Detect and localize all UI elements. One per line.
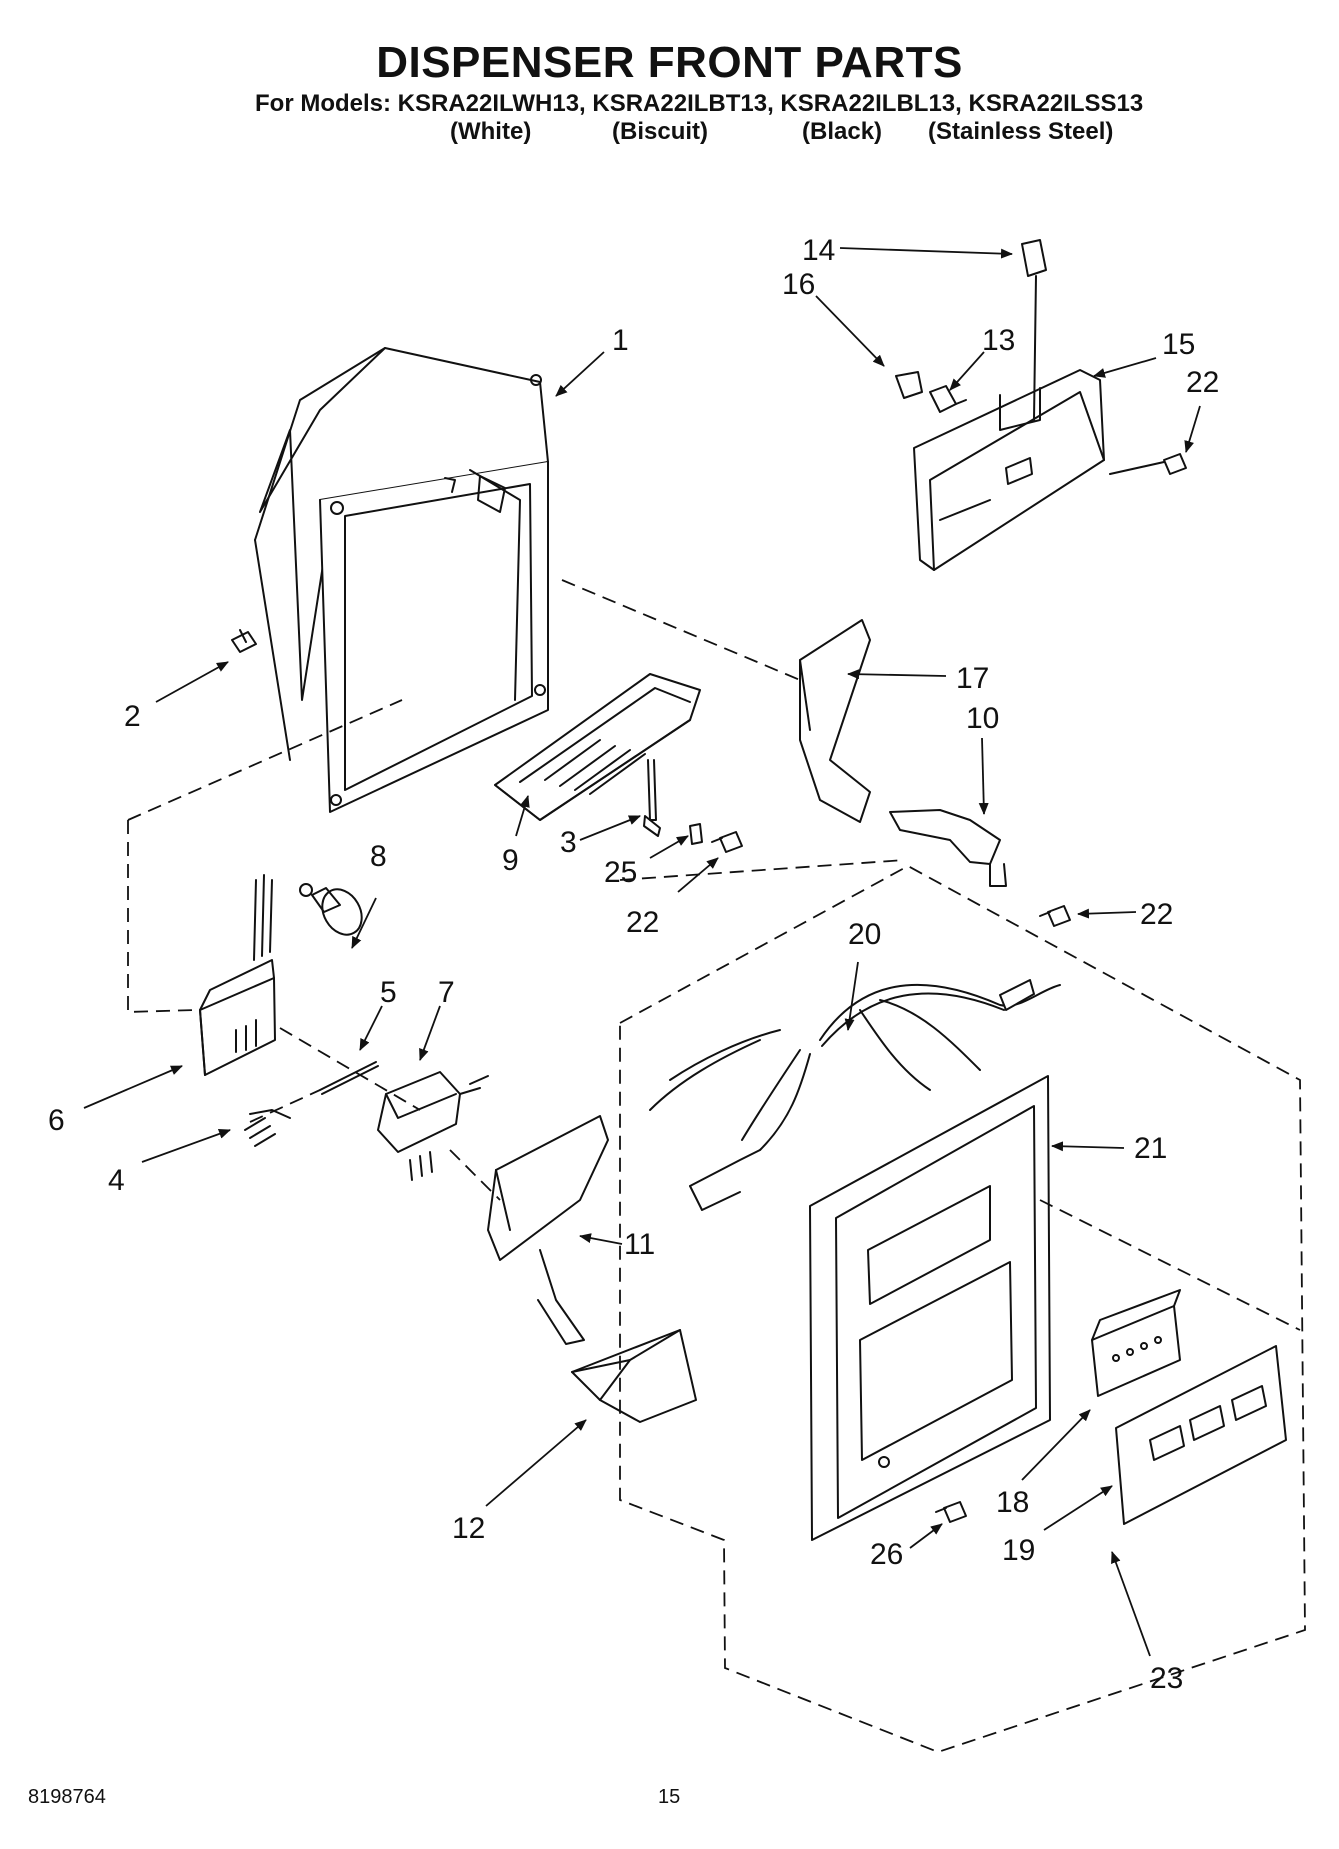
callout-11: 11 [624, 1228, 655, 1261]
callout-10: 10 [966, 702, 999, 735]
callout-5: 5 [380, 976, 397, 1009]
callout-26: 26 [870, 1538, 903, 1571]
leader-5 [359, 1005, 383, 1051]
leader-10 [978, 737, 989, 815]
part-26-screw [935, 1501, 967, 1523]
dash-7-to-11 [449, 1149, 501, 1201]
part-2-screw [231, 629, 257, 653]
part-12-cup [571, 1329, 697, 1423]
callout-15: 15 [1162, 328, 1195, 361]
callout-19: 19 [1002, 1534, 1035, 1567]
callout-4: 4 [108, 1164, 125, 1197]
leader-16 [815, 295, 885, 367]
leader-18 [1021, 1409, 1091, 1481]
page-title: DISPENSER FRONT PARTS [376, 38, 963, 87]
part-8-socket [299, 883, 363, 936]
callout-22-center: 22 [626, 906, 659, 939]
part-22-screw-center [711, 831, 743, 853]
callout-20: 20 [848, 918, 881, 951]
part-17-bracket [799, 619, 871, 823]
leader-22-center [677, 857, 719, 893]
callout-12: 12 [452, 1512, 485, 1545]
leader-19 [1043, 1485, 1113, 1531]
part-22-screw-right [1039, 905, 1071, 927]
part-21-front-panel [809, 1075, 1051, 1541]
variant-white: (White) [450, 118, 532, 145]
leader-12 [485, 1419, 587, 1507]
leader-14 [839, 247, 1013, 259]
callout-2: 2 [124, 700, 141, 733]
callout-3: 3 [560, 826, 577, 859]
callout-7: 7 [438, 976, 455, 1009]
part-3-clip [643, 759, 661, 837]
variant-biscuit: (Biscuit) [612, 118, 708, 145]
leader-7 [419, 1005, 441, 1061]
dash-6-to-7 [279, 1027, 421, 1111]
callout-16: 16 [782, 268, 815, 301]
part-11-lever [487, 1115, 609, 1345]
part-25-spacer [689, 823, 703, 845]
leader-23 [1111, 1551, 1151, 1657]
part-14-clip [1021, 239, 1047, 421]
footer-page-number: 15 [658, 1786, 681, 1808]
part-15-switch-housing [913, 369, 1105, 571]
leader-25 [649, 835, 689, 859]
callout-14: 14 [802, 234, 835, 267]
leader-13 [949, 351, 985, 391]
dash-assembly-23-box [619, 864, 1306, 1753]
variant-stainless-steel: (Stainless Steel) [928, 118, 1114, 145]
callout-17: 17 [956, 662, 989, 695]
dash-1-to-17 [561, 579, 801, 681]
leader-15 [1093, 357, 1157, 378]
part-18-control-board [1091, 1289, 1181, 1397]
part-6-solenoid [199, 874, 276, 1076]
part-13-switch [929, 385, 967, 413]
leader-9 [515, 795, 530, 837]
leader-22-right [1077, 908, 1137, 919]
callout-23: 23 [1150, 1662, 1183, 1695]
callout-1: 1 [612, 324, 629, 357]
leader-2 [155, 661, 229, 703]
part-20-wire-harness [649, 979, 1061, 1211]
leader-8 [351, 897, 377, 949]
callout-13: 13 [982, 324, 1015, 357]
footer-part-number: 8198764 [28, 1786, 106, 1808]
part-10-lever [889, 809, 1007, 887]
dash-panel-to-19 [1039, 1199, 1301, 1331]
callout-21: 21 [1134, 1132, 1167, 1165]
callout-22-top: 22 [1186, 366, 1219, 399]
dash-4-to-5 [249, 1089, 321, 1123]
callout-18: 18 [996, 1486, 1029, 1519]
leader-26 [909, 1523, 943, 1549]
leader-11 [579, 1233, 623, 1245]
part-4-spring [244, 1109, 291, 1147]
leader-22-top [1184, 405, 1201, 453]
part-16-bulb [895, 371, 923, 399]
leader-20 [844, 961, 859, 1031]
part-7-actuator [377, 1071, 489, 1181]
callout-25: 25 [604, 856, 637, 889]
part-5-pin [319, 1061, 379, 1095]
leader-17 [847, 669, 947, 680]
callout-22-right: 22 [1140, 898, 1173, 931]
models-line: For Models: KSRA22ILWH13, KSRA22ILBT13, … [255, 90, 1144, 117]
leader-4 [141, 1129, 231, 1163]
dash-9-to-22 [619, 859, 906, 881]
callout-9: 9 [502, 844, 519, 877]
variant-black: (Black) [802, 118, 883, 145]
callout-8: 8 [370, 840, 387, 873]
leader-6 [83, 1065, 183, 1109]
dash-1-left [127, 699, 403, 821]
part-9-chute-door [494, 673, 701, 821]
leader-21 [1051, 1141, 1125, 1152]
callout-6: 6 [48, 1104, 65, 1137]
leader-3 [579, 815, 641, 841]
leader-1 [555, 351, 605, 397]
part-1-dispenser-housing [254, 347, 549, 813]
part-19-control-overlay [1115, 1345, 1287, 1525]
part-22-screw-top [1109, 453, 1187, 475]
dash-6-to-1 [127, 820, 197, 1013]
